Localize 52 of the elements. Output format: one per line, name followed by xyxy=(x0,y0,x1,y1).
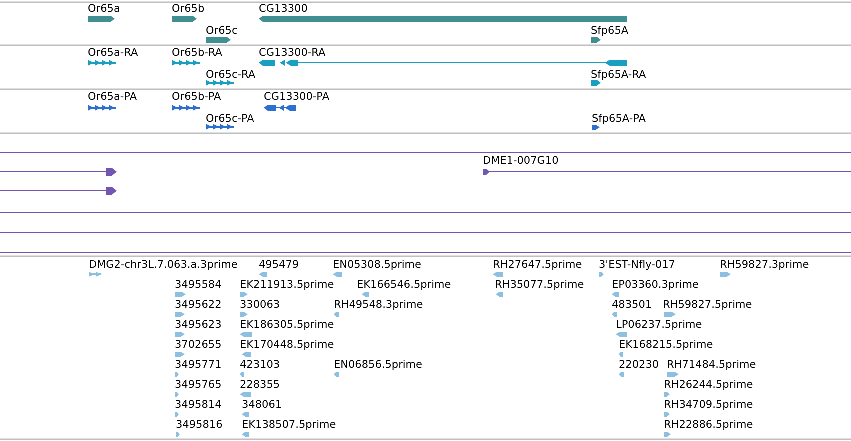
feature-label: Or65c-RA xyxy=(206,69,256,82)
feature-label: 3495622 xyxy=(175,299,222,312)
feature-label: 3'EST-Nfly-017 xyxy=(599,259,676,272)
feature-label: Or65b-RA xyxy=(172,47,222,60)
feature-label: EK211913.5prime xyxy=(240,279,334,292)
feature-label: RH27647.5prime xyxy=(493,259,582,272)
feature-label: DME1-007G10 xyxy=(483,155,559,168)
feature-label: RH59827.5prime xyxy=(663,299,752,312)
feature-label: Sfp65A xyxy=(591,25,629,38)
feature-label: CG13300-PA xyxy=(264,91,330,104)
feature-label: 348061 xyxy=(242,399,282,412)
feature-label: DMG2-chr3L.7.063.a.3prime xyxy=(89,259,238,272)
feature-label: EK168215.5prime xyxy=(619,339,714,352)
feature-label: 228355 xyxy=(240,379,280,392)
feature-label: RH59827.3prime xyxy=(720,259,810,272)
feature-label: Or65c xyxy=(206,25,238,38)
feature-label: EP03360.3prime xyxy=(612,279,699,292)
feature-label: 423103 xyxy=(240,359,280,372)
feature-label: 330063 xyxy=(240,299,280,312)
feature-label: 3495623 xyxy=(175,319,222,332)
feature-label: RH34709.5prime xyxy=(664,399,754,412)
feature-label: Or65c-PA xyxy=(206,113,254,126)
feature-label: RH49548.3prime xyxy=(334,299,424,312)
feature-label: EK170448.5prime xyxy=(240,339,334,352)
feature-label: 495479 xyxy=(259,259,300,272)
feature-label: CG13300-RA xyxy=(259,47,326,60)
feature-label: 3702655 xyxy=(175,339,222,352)
feature-label: CG13300 xyxy=(259,3,308,16)
feature-label: EK166546.5prime xyxy=(357,279,452,292)
feature-label: RH26244.5prime xyxy=(664,379,754,392)
feature-label: 3495771 xyxy=(175,359,222,372)
feature-label: LP06237.5prime xyxy=(616,319,702,332)
feature-label: RH35077.5prime xyxy=(495,279,584,292)
feature-label: 3495814 xyxy=(175,399,222,412)
feature-label: Or65b xyxy=(172,3,205,16)
feature-label: 3495584 xyxy=(175,279,222,292)
feature-label: EN06856.5prime xyxy=(334,359,422,372)
feature-label: Sfp65A-RA xyxy=(591,69,646,82)
feature-label: Or65b-PA xyxy=(172,91,222,104)
feature-label: 483501 xyxy=(612,299,652,312)
feature-label: Or65a-RA xyxy=(88,47,138,60)
feature-label: 3495816 xyxy=(176,419,223,432)
feature-label: 3495765 xyxy=(175,379,222,392)
feature-label: 220230 xyxy=(619,359,660,372)
feature-label: EN05308.5prime xyxy=(333,259,422,272)
feature-label: Sfp65A-PA xyxy=(592,113,646,126)
feature-label: EK138507.5prime xyxy=(242,419,336,432)
feature-label: Or65a xyxy=(88,3,120,16)
feature-label: RH22886.5prime xyxy=(664,419,754,432)
feature-label: EK186305.5prime xyxy=(240,319,334,332)
feature-label: RH71484.5prime xyxy=(667,359,756,372)
feature-label: Or65a-PA xyxy=(88,91,138,104)
